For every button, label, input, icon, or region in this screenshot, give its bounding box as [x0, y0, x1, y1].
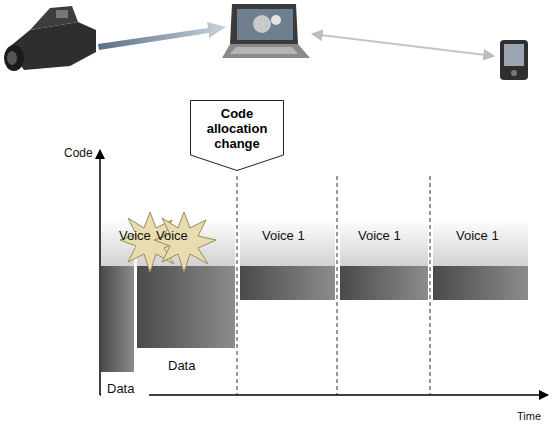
label-ground: [101, 380, 149, 396]
slot-label: Voice 1: [358, 228, 401, 243]
data-label: Data: [168, 358, 195, 373]
slot-boundary: [237, 176, 430, 395]
time-axis: [100, 394, 548, 396]
slot-label: Voice: [156, 228, 188, 243]
slot-label: Voice 1: [262, 228, 305, 243]
stream-arrow: [98, 22, 226, 50]
data-label: Data: [107, 381, 134, 396]
camcorder: [4, 6, 96, 71]
slot-label: Voice 1: [456, 228, 499, 243]
callout-box: Code allocation change: [190, 100, 284, 171]
link-arrow: [312, 34, 494, 56]
axis-label: Time: [517, 410, 541, 422]
slot-label: Voice: [119, 228, 151, 243]
data-bars: [101, 266, 528, 372]
pda: [500, 40, 528, 80]
label-ground: [162, 357, 210, 375]
collision-burst: [120, 212, 216, 272]
axis-label: Code: [64, 146, 93, 160]
code-axis: [99, 150, 101, 395]
laptop: [222, 4, 310, 58]
callout-text: Code allocation change: [194, 106, 280, 151]
